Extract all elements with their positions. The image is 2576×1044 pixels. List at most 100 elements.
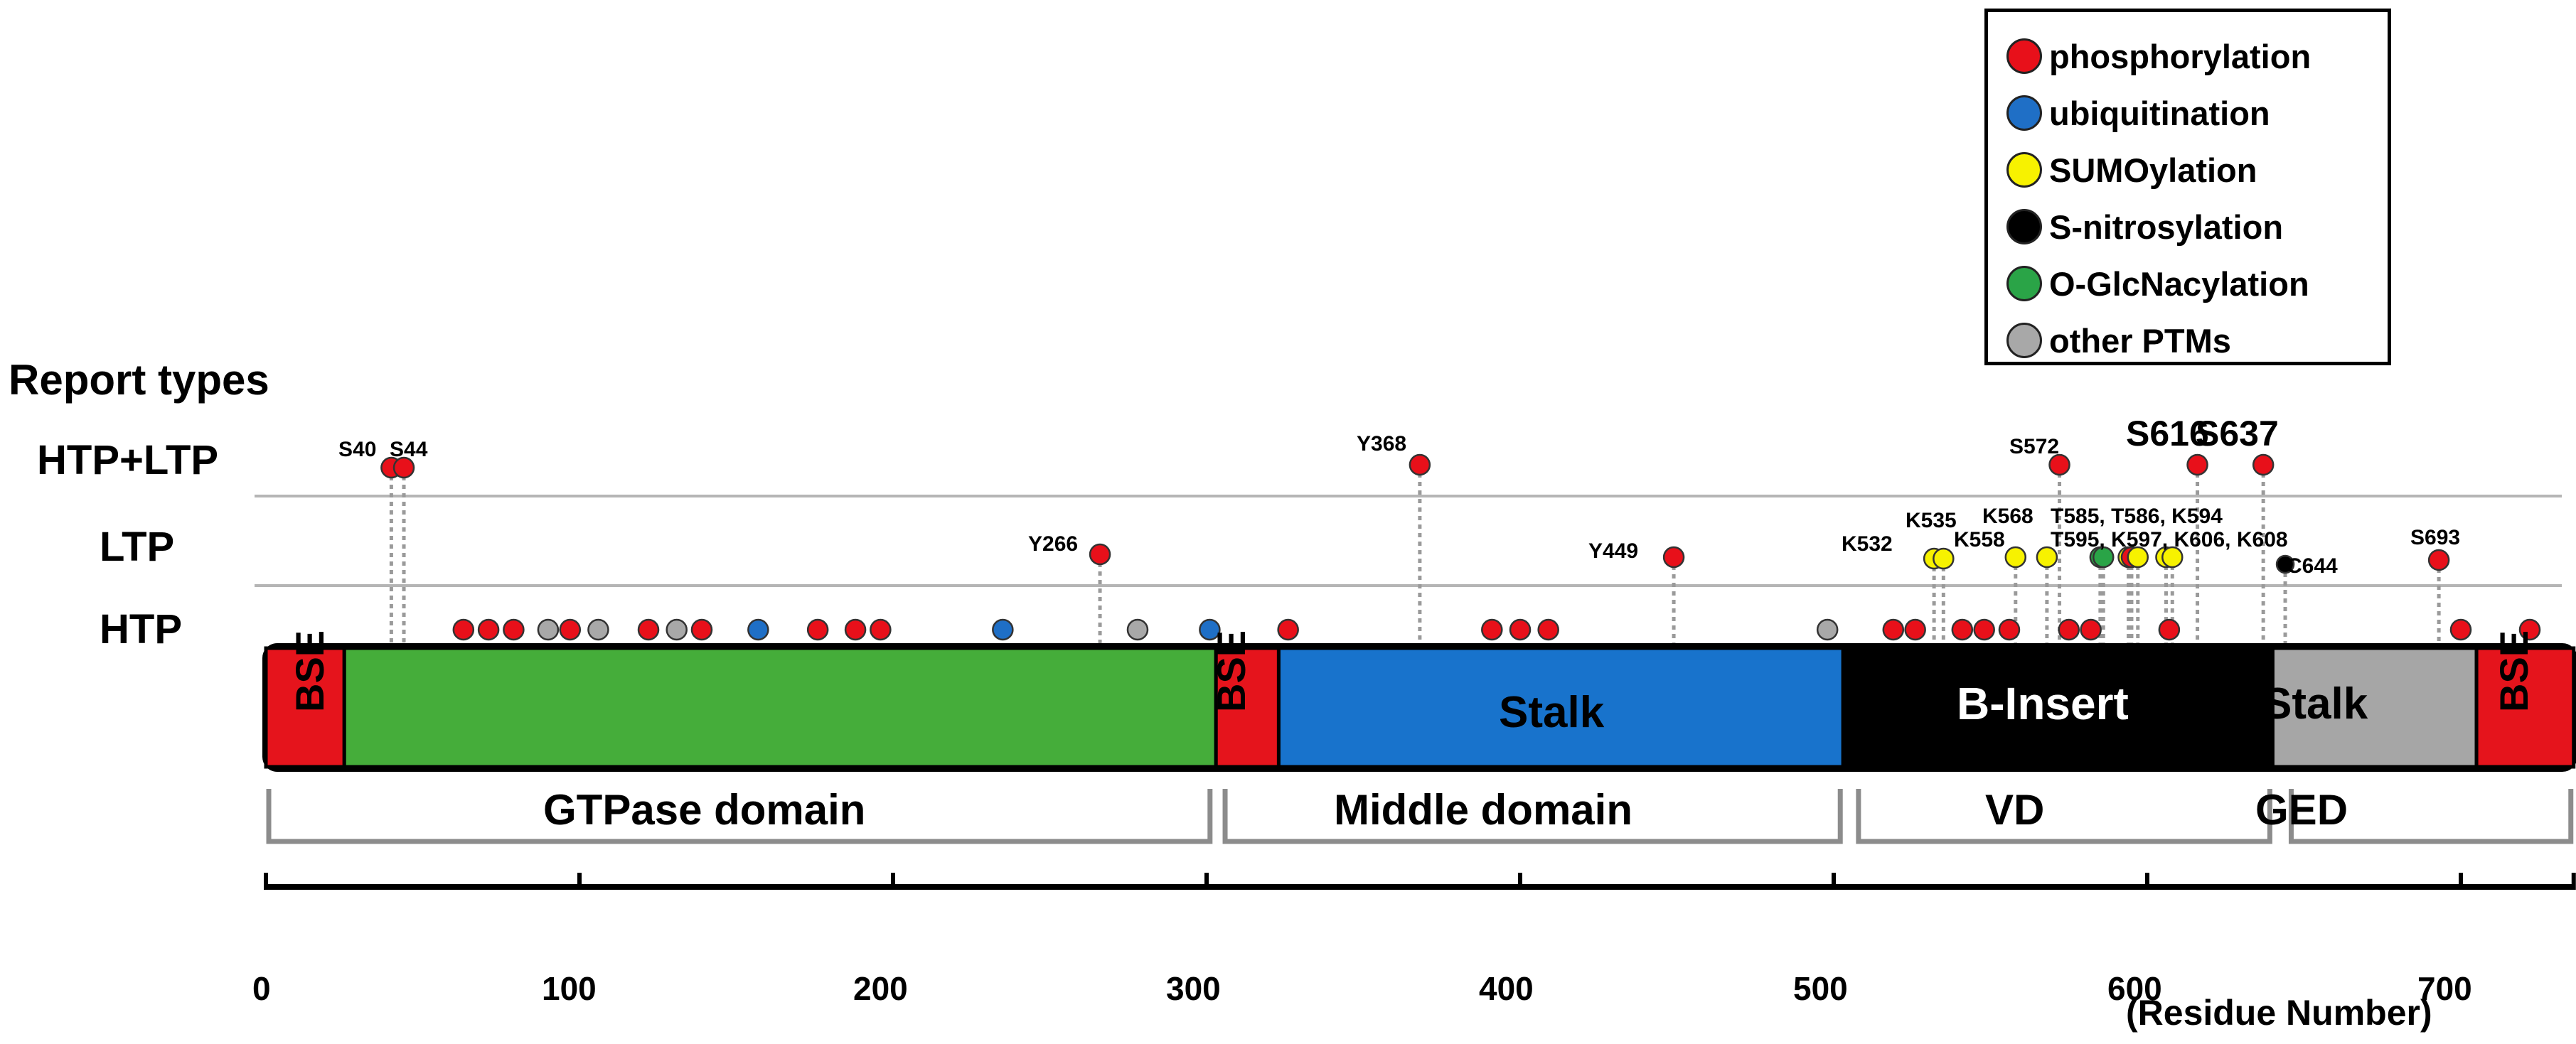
tick-label-0: 0 [252,970,271,1007]
site-label-y266: Y266 [1028,532,1079,556]
legend-label: ubiquitination [2049,94,2270,132]
htp-site-dot-582 [2080,618,2102,641]
htp-site-dot-575 [2058,618,2080,641]
site-label-group-upper: T585, T586, K594 [2051,506,2223,527]
tick-label-500: 500 [1793,970,1848,1007]
htp_ltp-site-dot-44 [392,456,415,479]
legend-item-ubiquitination: ubiquitination [2006,90,2270,136]
site-dots [380,453,2541,641]
ltp-site-dot-597 [2127,546,2149,569]
legend-label: S-nitrosylation [2049,208,2284,246]
legend-item-other-ptms: other PTMs [2006,318,2231,363]
label-separator: , [2225,528,2237,551]
htp_ltp-site-dot-572 [2048,453,2070,476]
tick-label-600: 600 [2107,970,2162,1007]
ltp-site-dot-558 [2004,546,2027,569]
region-label-ged: GED [2255,786,2348,834]
domain-label-bse-3: BSE [2491,630,2536,712]
tick-label-100: 100 [542,970,597,1007]
site-label-k568: K568 [1982,505,2033,528]
ltp-site-dot-266 [1089,543,1111,566]
region-label-vd: VD [1985,786,2045,834]
htp-site-dot-700 [2449,618,2472,641]
htp-site-dot-556 [1998,618,2021,641]
domain-label-stalk-ged: Stalk [2262,679,2368,728]
site-label-s40: S40 [338,438,377,461]
region-bracket-0 [266,789,1213,844]
htp-site-dot-97 [559,618,582,641]
ltp-site-dot-693 [2427,549,2450,571]
site-label-t586: T586 [2111,505,2160,528]
htp-site-dot-301 [1199,618,1221,641]
legend-label: other PTMs [2049,321,2231,360]
report-lane-lines [255,495,2562,587]
htp_ltp-site-dot-616 [2186,453,2208,476]
legend-item-sumoylation: SUMOylation [2006,147,2257,193]
site-label-y449: Y449 [1588,539,1639,563]
protein-bar [262,643,2576,772]
site-label-k532: K532 [1842,532,1893,556]
htp-site-dot-122 [637,618,660,641]
domain-label-bse-1: BSE [287,630,332,712]
report-type-htp: HTP [100,606,182,652]
ubiquitination-swatch [2006,95,2042,131]
domain-label-b-insert: B-Insert [1957,678,2129,729]
ltp-site-dot-608 [2161,546,2184,569]
region-bracket-1 [1222,789,1843,844]
htp-site-dot-79 [503,618,525,641]
phosphorylation-swatch [2006,38,2042,74]
site-label-k608: K608 [2236,528,2288,551]
ltp-site-dot-568 [2036,546,2058,569]
site-label-s637: S637 [2196,414,2279,453]
htp-site-dot-526 [1904,618,1926,641]
domain-gtpase-block [342,646,1218,769]
report-type-htp-ltp: HTP+LTP [37,437,219,483]
htp-site-dot-326 [1277,618,1299,641]
htp-site-dot-498 [1816,618,1839,641]
site-label-s616: S616 [2126,414,2209,453]
region-bracket-2 [1856,789,2272,844]
label-separator: , [2159,505,2172,528]
htp-site-dot-196 [870,618,892,641]
legend-item-phosphorylation: phosphorylation [2006,33,2311,79]
site-label-y368: Y368 [1357,432,1407,456]
htp_ltp-site-dot-637 [2252,453,2275,476]
site-label-group-lower: T595, K597, K606, K608 [2051,529,2288,551]
legend-label: SUMOylation [2049,151,2257,189]
domain-bse1 [264,646,346,769]
htp-site-dot-131 [666,618,688,641]
site-label-t595: T595 [2051,528,2100,551]
other-ptms-swatch [2006,323,2042,358]
htp-site-dot-139 [690,618,713,641]
htp-site-dot-722 [2518,618,2541,641]
htp-site-dot-63 [452,618,475,641]
site-label-s44: S44 [390,438,428,461]
tick-label-200: 200 [853,970,908,1007]
htp_ltp-site-dot-368 [1409,453,1431,476]
htp-site-dot-548 [1973,618,1995,641]
site-label-k535: K535 [1906,509,1957,532]
label-separator: , [2099,528,2112,551]
tick-label-700: 700 [2417,970,2472,1007]
htp-site-dot-278 [1126,618,1149,641]
sumoylation-swatch [2006,152,2042,188]
legend-label: phosphorylation [2049,37,2312,75]
region-bracket-3 [2288,789,2574,844]
site-label-k558: K558 [1954,528,2005,551]
site-label-s693: S693 [2410,526,2461,549]
htp-site-dot-106 [587,618,609,641]
htp-site-dot-188 [844,618,867,641]
htp-site-dot-400 [1509,618,1532,641]
htp-site-dot-409 [1537,618,1559,641]
site-label-k594: K594 [2171,505,2223,528]
site-label-t585: T585 [2051,505,2100,528]
domain-label-bse-2: BSE [1209,630,1254,712]
legend: phosphorylation ubiquitination SUMOylati… [1984,9,2391,365]
ltp-site-dot-644 [2275,554,2295,574]
htp-site-dot-90 [537,618,560,641]
region-label-middle: Middle domain [1334,786,1632,834]
residue-axis [264,873,2576,890]
htp-site-dot-176 [806,618,829,641]
axis-unit-label: (Residue Number) [2126,993,2432,1033]
region-brackets [266,789,2574,844]
